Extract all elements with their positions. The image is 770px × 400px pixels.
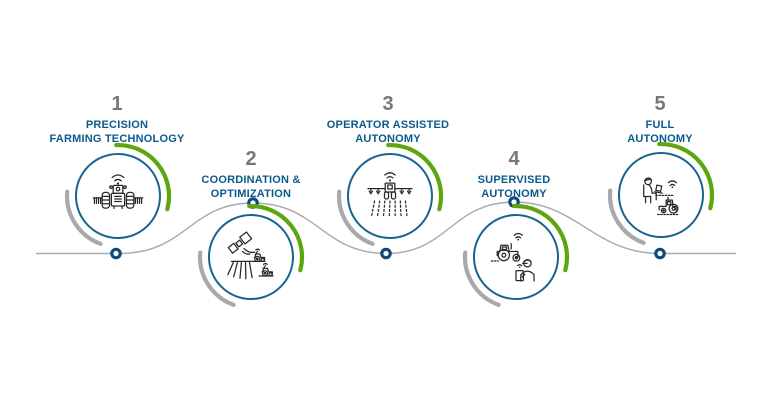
timeline-node-5 bbox=[654, 247, 666, 260]
stage-2-label: COORDINATION & OPTIMIZATION bbox=[201, 174, 301, 200]
stage-4-circle bbox=[473, 214, 559, 300]
sprayer-wifi-crop-rows-icon bbox=[367, 172, 413, 218]
stage-2-number: 2 bbox=[245, 148, 257, 170]
stage-5-label: FULL AUTONOMY bbox=[627, 119, 693, 145]
timeline-node-1 bbox=[110, 247, 122, 260]
stage-3-label: OPERATOR ASSISTED AUTONOMY bbox=[326, 119, 450, 145]
stage-4-text: 4 SUPERVISED AUTONOMY bbox=[424, 148, 604, 201]
stage-5-number: 5 bbox=[654, 93, 666, 115]
stage-1-label: PRECISION FARMING TECHNOLOGY bbox=[49, 119, 185, 145]
stage-3-circle bbox=[347, 153, 433, 239]
stage-1-number: 1 bbox=[111, 93, 123, 115]
stage-2-circle bbox=[208, 214, 294, 300]
timeline-node-3 bbox=[380, 247, 392, 260]
remote-operator-laptop-tractor-icon bbox=[643, 177, 679, 216]
stage-4-label: SUPERVISED AUTONOMY bbox=[477, 174, 551, 200]
stage-1-text: 1 PRECISION FARMING TECHNOLOGY bbox=[27, 93, 207, 146]
stage-4-number: 4 bbox=[508, 148, 520, 170]
stage-5-circle bbox=[618, 152, 704, 238]
stage-5-text: 5 FULL AUTONOMY bbox=[570, 93, 750, 146]
tractor-operator-tablet-icon bbox=[490, 232, 535, 282]
stage-3-text: 3 OPERATOR ASSISTED AUTONOMY bbox=[298, 93, 478, 146]
satellite-field-tractors-icon bbox=[227, 231, 274, 280]
stage-1-circle bbox=[75, 153, 161, 239]
stage-3-number: 3 bbox=[382, 93, 394, 115]
stage-2-text: 2 COORDINATION & OPTIMIZATION bbox=[161, 148, 341, 201]
tractor-front-implements-wifi-icon bbox=[92, 174, 144, 210]
